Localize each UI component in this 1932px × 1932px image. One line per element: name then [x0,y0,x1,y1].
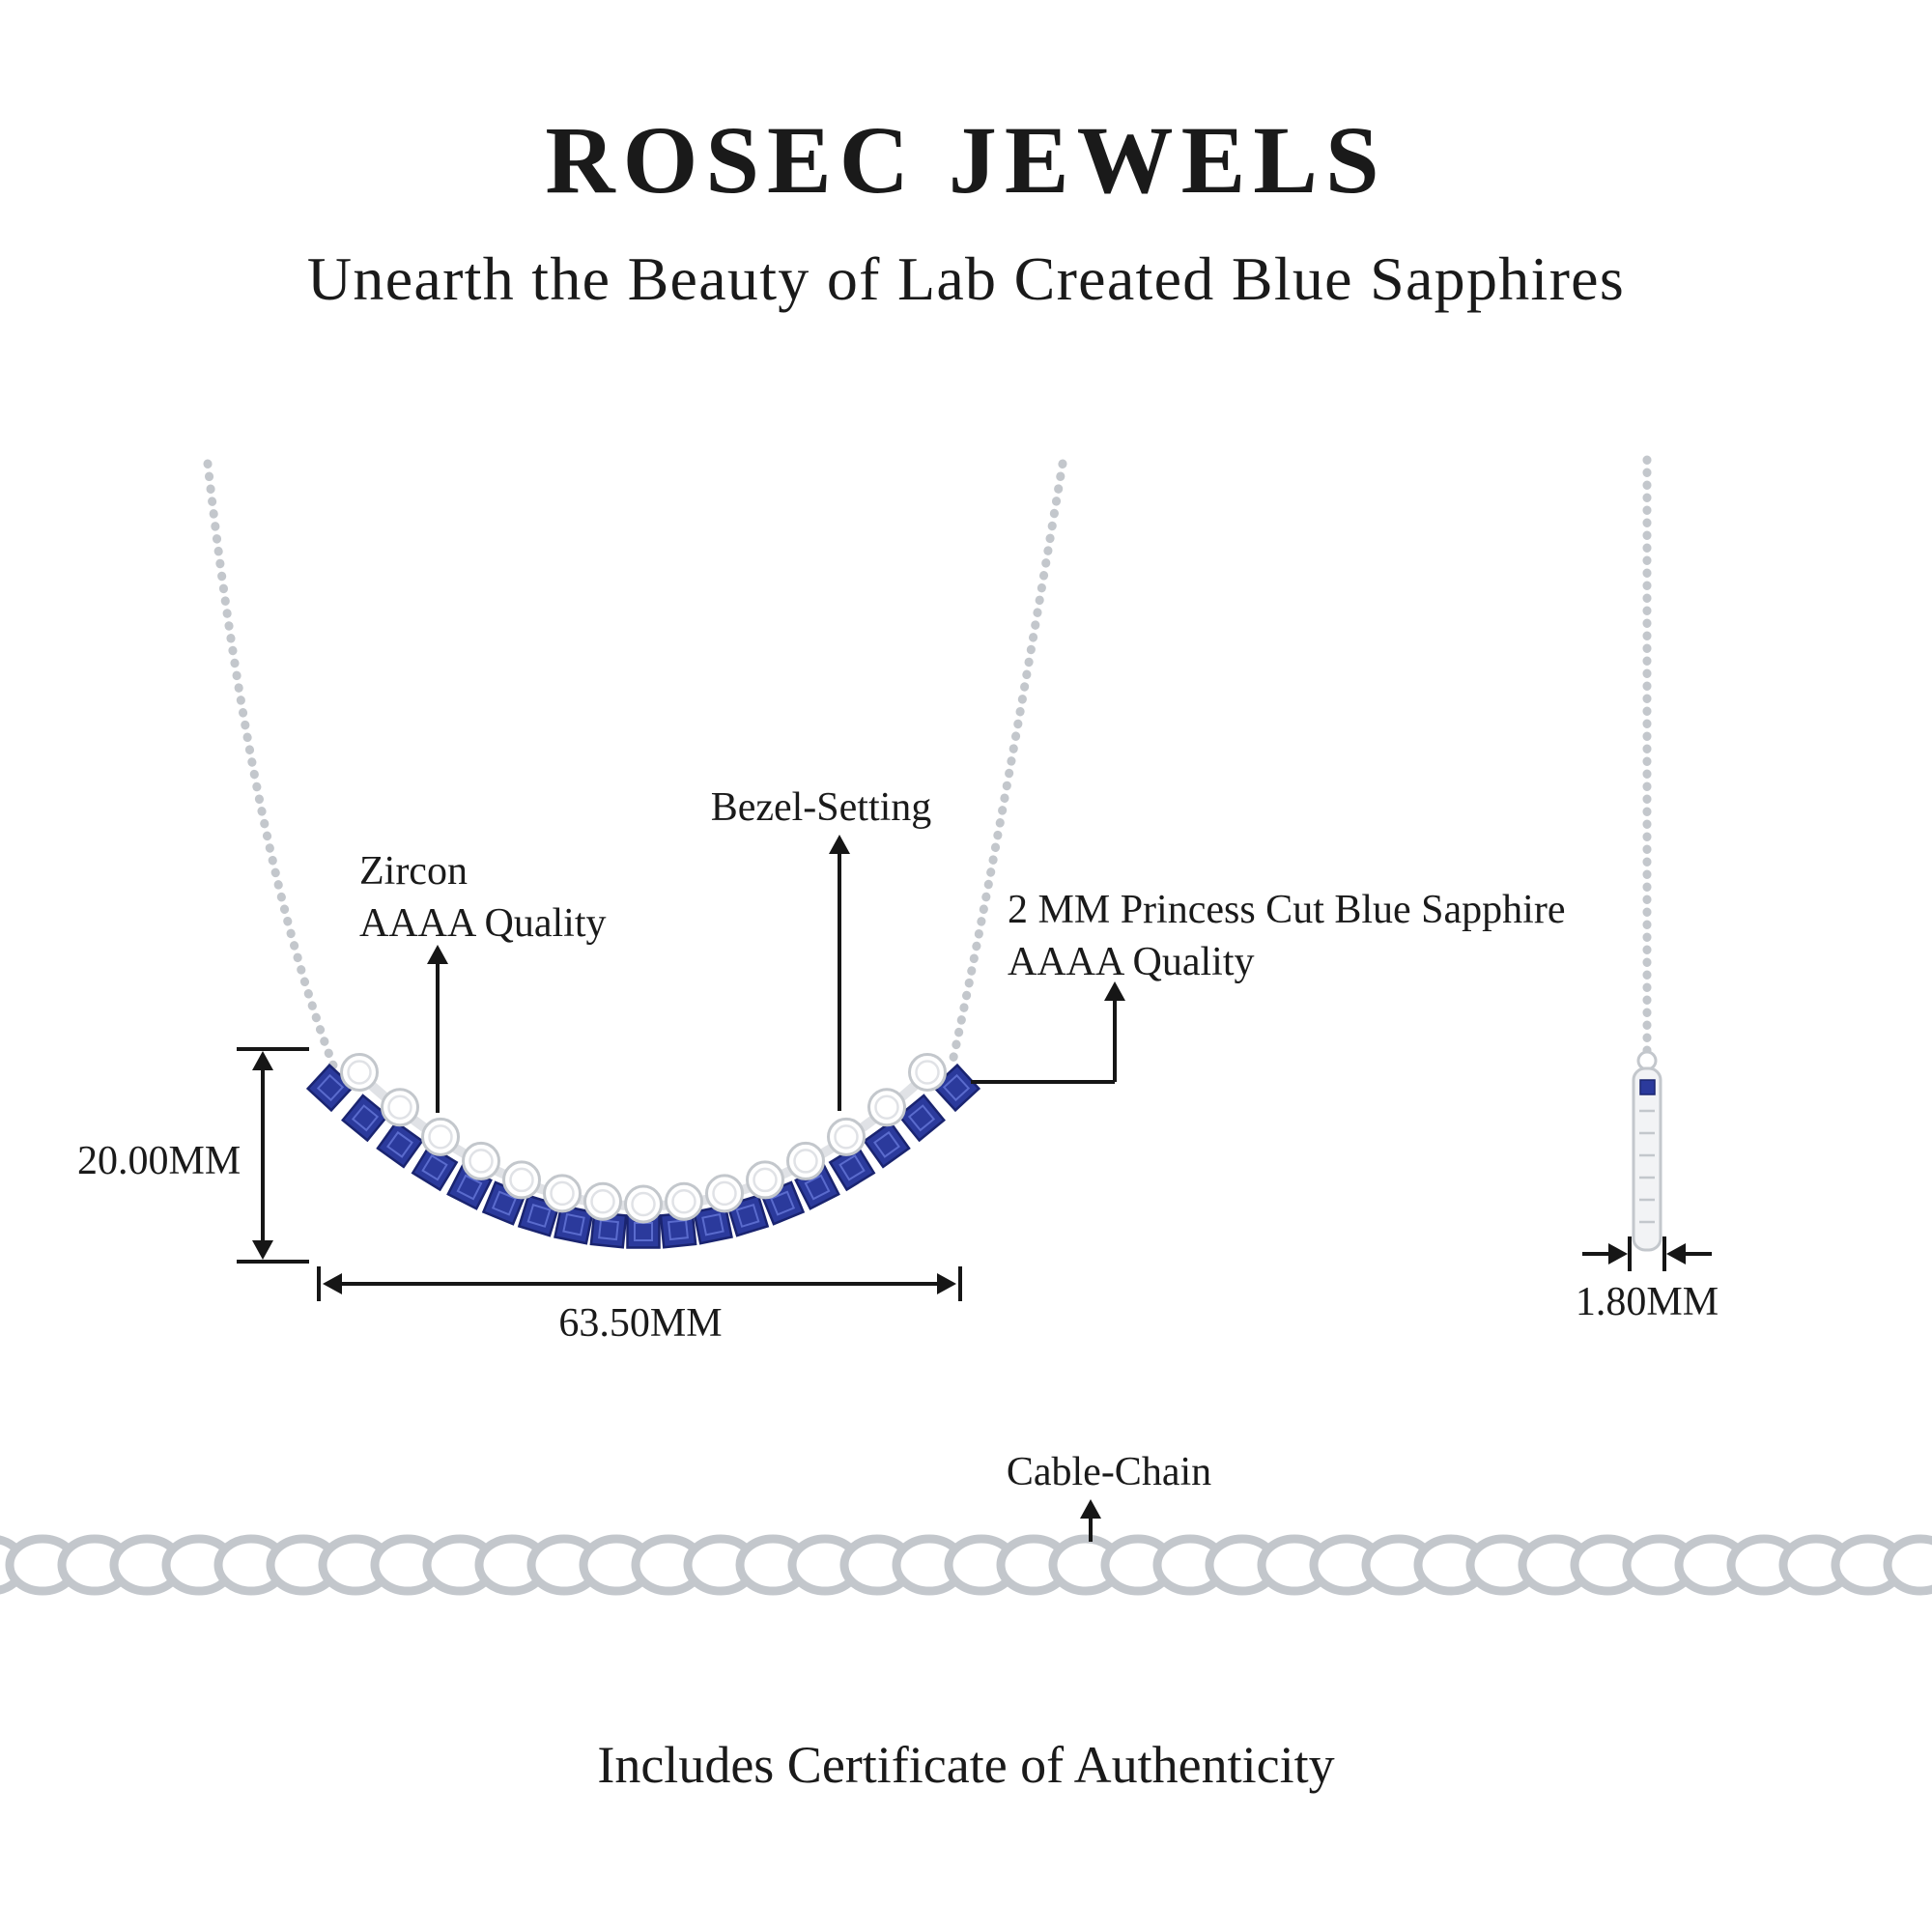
arrowhead [427,945,448,964]
annotation-princess-title: 2 MM Princess Cut Blue Sapphire [1008,888,1566,932]
brand-title: ROSEC JEWELS [545,106,1387,213]
zircon-gem [462,1141,500,1180]
measurement-height-label: 20.00MM [77,1139,242,1183]
zircon-gem [746,1160,784,1200]
zircon-gem [786,1141,825,1180]
annotation-bezel-setting: Bezel-Setting [710,785,932,830]
annotation-cable-chain: Cable-Chain [1006,1450,1212,1494]
annotation-zircon-quality: AAAA Quality [359,900,607,946]
sapphire-gem [693,1204,733,1245]
zircon-gem [340,1053,379,1092]
annotation-princess-sapphire: 2 MM Princess Cut Blue Sapphire AAAA Qua… [1008,885,1565,989]
arrowhead [937,1273,956,1294]
zircon-gem [421,1117,460,1156]
arrowhead [1080,1499,1101,1519]
cable-chain-link [1883,1534,1932,1596]
arrowhead [1104,981,1125,1001]
arrowhead [829,835,850,854]
measurement-width-label: 63.50MM [558,1301,723,1346]
zircon-gem [867,1088,906,1127]
sapphire-gem [897,1094,946,1143]
sapphire-gem [341,1094,389,1143]
zircon-gem [908,1053,947,1092]
arrowhead [252,1240,273,1260]
zircon-gem [624,1184,663,1224]
sapphire-gem [828,1144,876,1192]
necklace-chain [203,459,340,1075]
annotation-zircon: Zircon AAAA Quality [359,846,607,951]
sapphire-side [1639,1079,1656,1095]
zircon-gem [583,1181,622,1221]
arrowhead [323,1273,342,1294]
arrowhead [1666,1243,1686,1264]
zircon-gem [665,1181,703,1221]
pendant-side-view [1632,1066,1662,1252]
zircon-gem [381,1088,419,1127]
sapphire-gem [863,1121,911,1169]
pendant-bail-side [1636,1050,1658,1071]
arrowhead [252,1051,273,1070]
certificate-note: Includes Certificate of Authenticity [597,1736,1335,1794]
annotation-zircon-title: Zircon [359,849,468,894]
sapphire-gem [376,1121,424,1169]
annotation-princess-quality: AAAA Quality [1008,939,1255,984]
tagline: Unearth the Beauty of Lab Created Blue S… [306,244,1626,313]
zircon-gem [705,1174,744,1213]
sapphire-gem [554,1204,594,1245]
sapphire-gem [517,1194,561,1237]
zircon-gem [543,1174,582,1213]
arrowhead [1608,1243,1628,1264]
zircon-gem [827,1117,866,1156]
zircon-gem [502,1160,541,1200]
measurement-thickness-label: 1.80MM [1575,1280,1719,1324]
necklace-chain [947,459,1067,1071]
